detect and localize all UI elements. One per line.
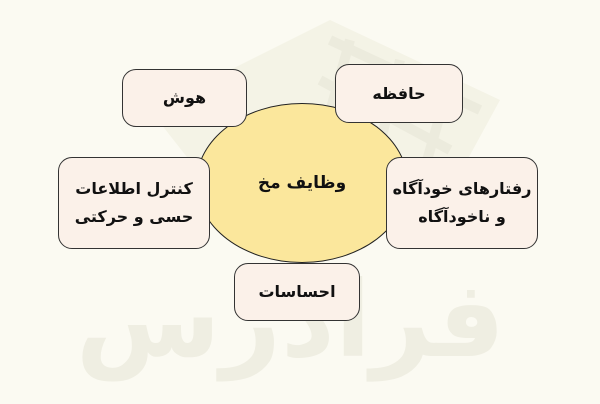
node-emotions-label: احساسات [258, 282, 336, 301]
node-behaviors: رفتارهای خودآگاه و ناخودآگاه [386, 157, 538, 249]
node-sensory-motor-control-line-2: حسی و حرکتی [74, 207, 194, 226]
node-intelligence: هوش [122, 69, 247, 127]
node-memory-label: حافظه [372, 83, 426, 103]
center-node: وظایف مخ [196, 103, 408, 263]
node-memory: حافظه [335, 64, 463, 123]
node-sensory-motor-control-line-1: کنترل اطلاعات [75, 179, 193, 198]
node-sensory-motor-control-label: کنترل اطلاعات حسی و حرکتی [75, 175, 194, 231]
node-emotions: احساسات [234, 263, 360, 321]
node-behaviors-line-2: و ناخودآگاه [418, 207, 506, 226]
node-behaviors-line-1: رفتارهای خودآگاه [392, 179, 532, 198]
node-sensory-motor-control: کنترل اطلاعات حسی و حرکتی [58, 157, 210, 249]
node-intelligence-label: هوش [162, 88, 207, 107]
node-behaviors-label: رفتارهای خودآگاه و ناخودآگاه [393, 175, 532, 231]
center-node-label: وظایف مخ [257, 173, 347, 193]
